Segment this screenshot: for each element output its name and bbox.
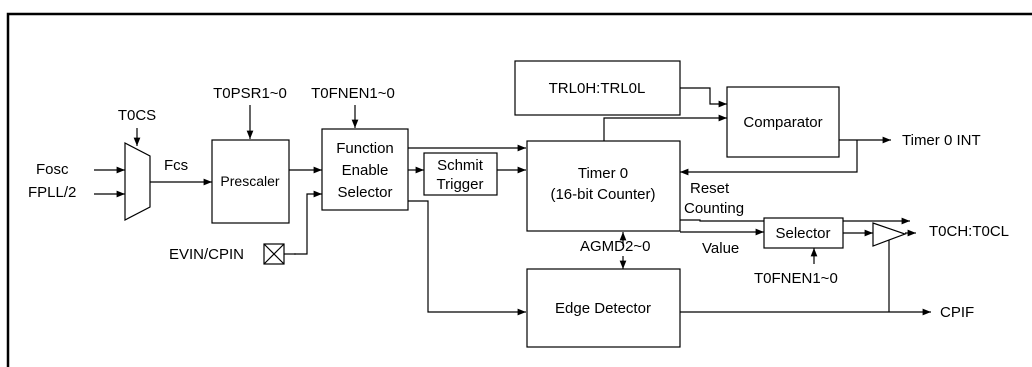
fe-edge-wire — [408, 200, 526, 316]
prescaler-label: Prescaler — [220, 173, 279, 189]
selector-label: Selector — [775, 225, 830, 242]
agmd-label: AGMD2~0 — [580, 238, 650, 255]
output-buffer — [872, 222, 907, 247]
counting-label: Counting — [684, 200, 744, 217]
schmit-trigger-block — [423, 152, 498, 196]
t0fnen-bottom-label: T0FNEN1~0 — [754, 270, 838, 287]
edge-detector-block — [526, 268, 681, 348]
cpif-label: CPIF — [940, 304, 974, 321]
comparator-label: Comparator — [743, 114, 822, 131]
fpll-label: FPLL/2 — [28, 184, 76, 201]
trl-comp-wire — [680, 87, 727, 108]
t0fnen-top-label: T0FNEN1~0 — [311, 85, 395, 102]
function-enable-line2: Enable — [342, 162, 389, 179]
function-enable-block — [321, 128, 409, 211]
timer0-line2: (16-bit Counter) — [550, 186, 655, 203]
diagram-frame — [6, 12, 1032, 367]
fosc-label: Fosc — [36, 161, 69, 178]
schmit-line1: Schmit — [437, 157, 484, 174]
trl-register-block — [514, 60, 681, 116]
value-label: Value — [702, 240, 739, 257]
evin-pin-icon — [263, 243, 285, 265]
fcs-label: Fcs — [164, 157, 188, 174]
prescaler-block — [211, 139, 290, 224]
timer0-int-label: Timer 0 INT — [902, 132, 981, 149]
schmit-line2: Trigger — [437, 176, 484, 193]
t0cs-label: T0CS — [118, 107, 156, 124]
reset-wire — [680, 140, 858, 176]
edge-detector-label: Edge Detector — [555, 300, 651, 317]
timer0-line1: Timer 0 — [578, 165, 628, 182]
t0ch-label: T0CH:T0CL — [929, 223, 1009, 240]
evin-wire — [294, 190, 322, 255]
timer-comp-wire — [603, 114, 727, 141]
trl-label: TRL0H:TRL0L — [549, 80, 646, 97]
timer0-block — [526, 140, 681, 232]
t0psr-label: T0PSR1~0 — [213, 85, 287, 102]
reset-label: Reset — [690, 180, 730, 197]
evin-label: EVIN/CPIN — [169, 246, 244, 263]
clock-mux — [124, 142, 151, 221]
function-enable-line1: Function — [336, 140, 394, 157]
selector-block — [763, 217, 844, 249]
comparator-block — [726, 86, 840, 158]
function-enable-line3: Selector — [337, 184, 392, 201]
